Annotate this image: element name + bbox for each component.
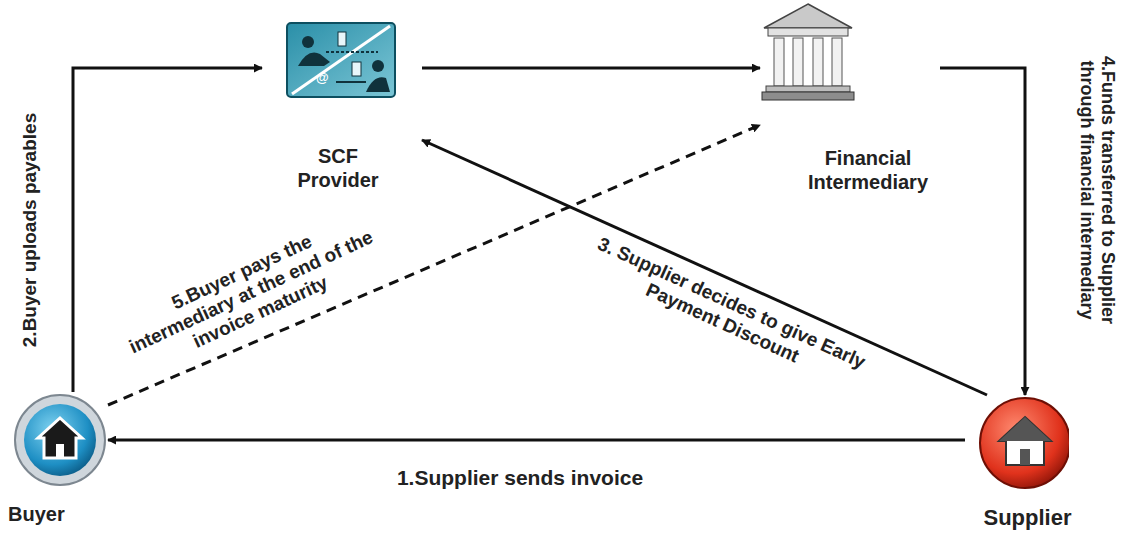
flow-label: 4.Funds transferred to Supplier through …	[1076, 25, 1117, 355]
node-label: Financial Intermediary	[798, 146, 938, 194]
flow-arrow	[422, 140, 987, 395]
provider-icon	[286, 22, 396, 98]
buyer-node: Buyer	[8, 392, 108, 526]
icon-symbol: @	[316, 70, 329, 85]
bank-icon	[760, 2, 856, 102]
node-label: Buyer	[8, 502, 98, 526]
flow-label: 1.Supplier sends invoice	[320, 466, 720, 490]
intermediary-node: Financial Intermediary	[760, 2, 940, 194]
buyer-icon	[12, 392, 108, 488]
flow-arrow	[422, 67, 760, 70]
flow-label: 3. Supplier decides to give Early Paymen…	[568, 225, 887, 401]
flow-arrow	[940, 68, 1025, 395]
flow-label: 2.Buyer uploads payables	[19, 75, 41, 385]
node-label: SCF Provider	[288, 144, 388, 192]
flow-label: 5.Buyer pays the intermediary at the end…	[115, 205, 387, 378]
node-label: Supplier	[965, 505, 1090, 531]
flow-arrow	[108, 439, 965, 442]
supplier-node: Supplier	[965, 395, 1090, 531]
provider-node: SCF Provider	[262, 22, 422, 192]
supplier-icon	[969, 395, 1069, 491]
